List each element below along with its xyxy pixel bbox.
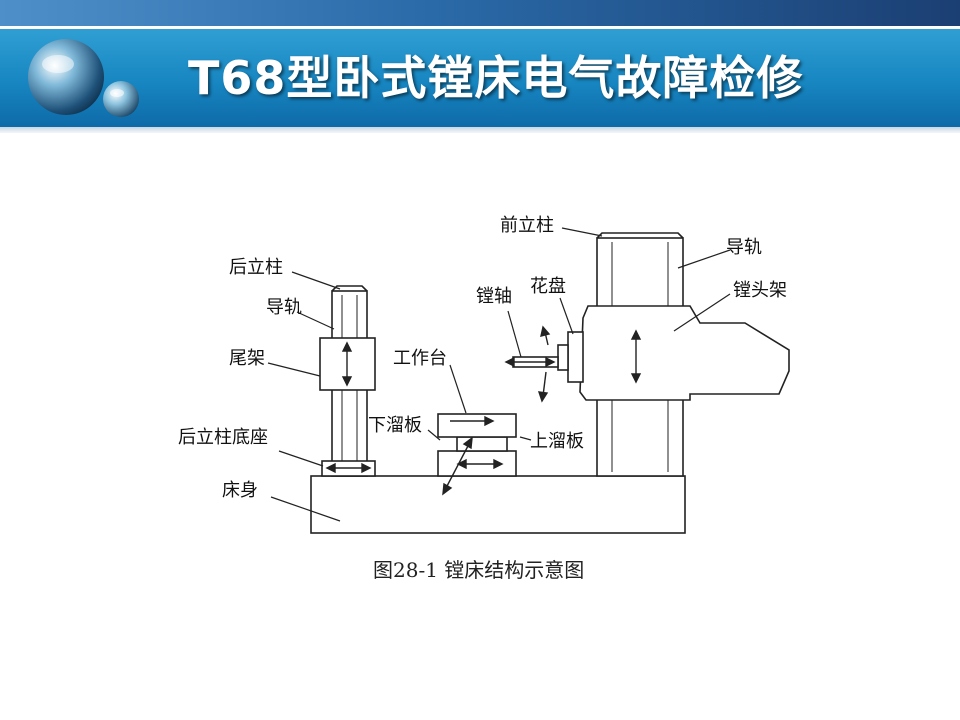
label-front-guide-rail: 导轨 [726, 237, 762, 258]
label-rear-column: 后立柱 [229, 257, 283, 278]
label-boring-spindle: 镗轴 [476, 286, 512, 307]
label-tail-frame: 尾架 [229, 348, 265, 369]
label-upper-slide: 上溜板 [530, 431, 584, 452]
bed-shape [310, 475, 686, 534]
label-worktable: 工作台 [393, 348, 447, 369]
label-rear-column-base: 后立柱底座 [178, 427, 268, 448]
slide-title: T68型卧式镗床电气故障检修 [188, 51, 804, 105]
label-lower-slide: 下溜板 [368, 415, 422, 436]
sphere-logo-icon [28, 39, 139, 117]
label-rear-guide-rail: 导轨 [266, 297, 302, 318]
top-accent-band [0, 0, 960, 26]
title-divider [0, 127, 960, 133]
label-headstock: 镗头架 [733, 280, 787, 301]
label-front-column: 前立柱 [500, 215, 554, 236]
headstock-shape [579, 305, 790, 401]
face-plate-shape [567, 331, 584, 383]
figure-caption: 图28-1 镗床结构示意图 [373, 558, 585, 582]
title-bar [0, 29, 960, 127]
label-bed: 床身 [222, 480, 258, 501]
worktable-shape [437, 413, 517, 438]
label-face-plate: 花盘 [530, 276, 566, 297]
